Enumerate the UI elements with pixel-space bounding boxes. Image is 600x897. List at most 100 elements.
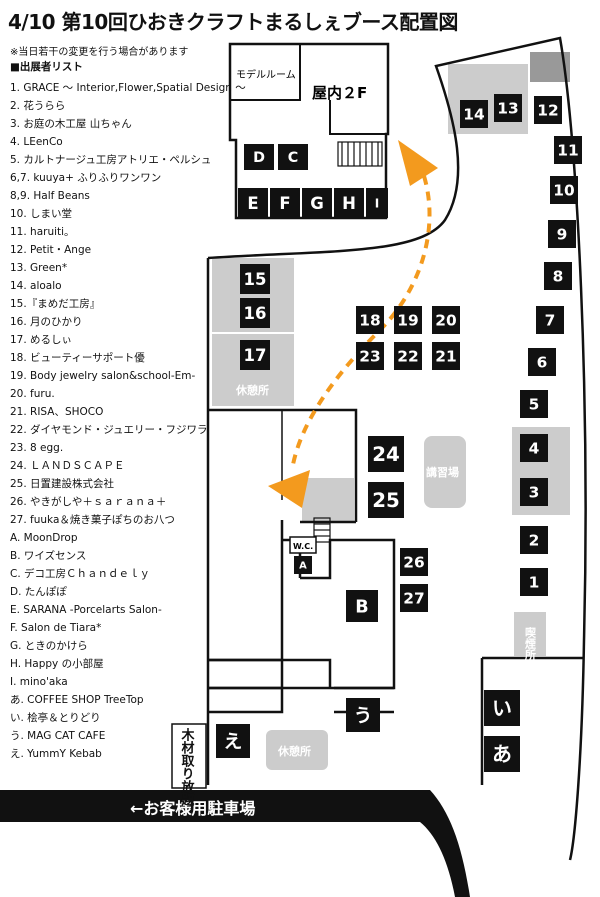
booth-6[interactable]: 6 bbox=[528, 348, 556, 376]
booth-label: 26 bbox=[403, 554, 424, 572]
booth-13[interactable]: 13 bbox=[494, 94, 522, 122]
stairs-icon bbox=[337, 141, 383, 167]
booth-い[interactable]: い bbox=[484, 690, 520, 726]
booth-label: 12 bbox=[537, 102, 558, 120]
booth-17[interactable]: 17 bbox=[240, 340, 270, 370]
exhibitor-list-item: 18. ビューティーサポート優 bbox=[10, 352, 145, 364]
arrow-head-upper-icon bbox=[398, 140, 438, 186]
booth-C[interactable]: C bbox=[278, 144, 308, 170]
booth-label: 15 bbox=[244, 270, 267, 289]
booth-label: I bbox=[375, 196, 380, 210]
exhibitor-list-item: G. ときのかけら bbox=[10, 640, 88, 652]
booth-2[interactable]: 2 bbox=[520, 526, 548, 554]
booth-1[interactable]: 1 bbox=[520, 568, 548, 596]
booth-15[interactable]: 15 bbox=[240, 264, 270, 294]
booth-う[interactable]: う bbox=[346, 698, 380, 732]
booth-G[interactable]: G bbox=[302, 188, 332, 218]
booth-16[interactable]: 16 bbox=[240, 298, 270, 328]
booth-27[interactable]: 27 bbox=[400, 584, 428, 612]
booth-12[interactable]: 12 bbox=[534, 96, 562, 124]
booth-22[interactable]: 22 bbox=[394, 342, 422, 370]
booth-D[interactable]: D bbox=[244, 144, 274, 170]
booth-label: D bbox=[253, 150, 265, 166]
booth-H[interactable]: H bbox=[334, 188, 364, 218]
booth-box bbox=[356, 342, 384, 370]
exhibitor-list-item: あ. COFFEE SHOP TreeTop bbox=[10, 694, 144, 706]
exhibitor-list: 1. GRACE ～ Interior,Flower,Spatial Desig… bbox=[10, 79, 246, 763]
booth-label: 19 bbox=[397, 312, 418, 330]
wc-sign: W.C. bbox=[289, 536, 317, 554]
booth-label: 17 bbox=[244, 346, 267, 365]
exhibitor-list-item: 21. RISA、SHOCO bbox=[10, 406, 104, 418]
booth-label: 1 bbox=[529, 574, 540, 592]
exhibitor-list-item: う. MAG CAT CAFE bbox=[10, 730, 106, 742]
booth-label: 23 bbox=[359, 348, 380, 366]
booth-14[interactable]: 14 bbox=[460, 100, 488, 128]
booth-8[interactable]: 8 bbox=[544, 262, 572, 290]
exhibitor-list-item: 16. 月のひかり bbox=[10, 316, 83, 328]
booth-23[interactable]: 23 bbox=[356, 342, 384, 370]
booth-26[interactable]: 26 bbox=[400, 548, 428, 576]
booth-box bbox=[240, 298, 270, 328]
exhibitor-list-heading: ■出展者リスト bbox=[10, 61, 83, 73]
exhibitor-list-item: 4. LEenCo bbox=[10, 136, 63, 148]
booth-box bbox=[494, 94, 522, 122]
booth-box bbox=[460, 100, 488, 128]
booth-box bbox=[346, 590, 378, 622]
booth-A[interactable]: A bbox=[294, 556, 312, 574]
exhibitor-list-item: 1. GRACE ～ Interior,Flower,Spatial Desig… bbox=[10, 82, 246, 94]
booth-5[interactable]: 5 bbox=[520, 390, 548, 418]
booth-I[interactable]: I bbox=[366, 188, 388, 218]
booth-あ[interactable]: あ bbox=[484, 736, 520, 772]
exhibitor-list-item: C. デコ工房Ｃｈａｎｄｅｌｙ bbox=[10, 568, 151, 580]
exhibitor-list-item: 3. お庭の木工屋 山ちゃん bbox=[10, 118, 132, 130]
page-title: 4/10 第10回ひおきクラフトまるしぇブース配置図 bbox=[8, 10, 458, 34]
booth-label: 27 bbox=[403, 590, 424, 608]
booth-11[interactable]: 11 bbox=[554, 136, 582, 164]
booth-3[interactable]: 3 bbox=[520, 478, 548, 506]
parking-label: ←お客様用駐車場 bbox=[130, 799, 255, 818]
booth-box bbox=[240, 340, 270, 370]
booth-box bbox=[244, 144, 274, 170]
parking-road bbox=[0, 790, 470, 897]
booth-box bbox=[534, 96, 562, 124]
exhibitor-list-item: 11. haruiti。 bbox=[10, 226, 75, 238]
stairs-icon-lower bbox=[313, 517, 331, 543]
booth-box bbox=[484, 690, 520, 726]
exhibitor-list-item: 22. ダイヤモンド・ジュエリー・フジワラ bbox=[10, 424, 208, 436]
booth-box bbox=[394, 342, 422, 370]
booth-E[interactable]: E bbox=[238, 188, 268, 218]
booth-4[interactable]: 4 bbox=[520, 434, 548, 462]
booth-label: H bbox=[342, 194, 356, 213]
booth-label: 4 bbox=[529, 440, 540, 458]
booth-F[interactable]: F bbox=[270, 188, 300, 218]
exhibitor-list-item: A. MoonDrop bbox=[10, 532, 78, 544]
booth-10[interactable]: 10 bbox=[550, 176, 578, 204]
booth-box bbox=[368, 482, 404, 518]
booth-7[interactable]: 7 bbox=[536, 306, 564, 334]
booth-label: 13 bbox=[497, 100, 518, 118]
indoor-2f-label: 屋内２F bbox=[312, 84, 367, 102]
booth-20[interactable]: 20 bbox=[432, 306, 460, 334]
booth-え[interactable]: え bbox=[216, 724, 250, 758]
booth-19[interactable]: 19 bbox=[394, 306, 422, 334]
structure-outlines bbox=[206, 36, 587, 861]
lower-left-rooms bbox=[208, 658, 394, 714]
booth-box bbox=[334, 188, 364, 218]
exhibitor-list-item: 15.『まめだ工房』 bbox=[10, 298, 101, 310]
booth-B[interactable]: B bbox=[346, 590, 378, 622]
booth-box bbox=[394, 306, 422, 334]
booth-18[interactable]: 18 bbox=[356, 306, 384, 334]
booth-21[interactable]: 21 bbox=[432, 342, 460, 370]
booth-9[interactable]: 9 bbox=[548, 220, 576, 248]
booth-label: 14 bbox=[463, 106, 484, 124]
wc-label: W.C. bbox=[293, 542, 313, 551]
booth-box bbox=[550, 176, 578, 204]
booth-24[interactable]: 24 bbox=[368, 436, 404, 472]
booth-box bbox=[366, 188, 388, 218]
booth-box bbox=[216, 724, 250, 758]
lecture-hall-label: 講習場 bbox=[426, 465, 459, 479]
booth-box bbox=[238, 188, 268, 218]
booth-25[interactable]: 25 bbox=[368, 482, 404, 518]
